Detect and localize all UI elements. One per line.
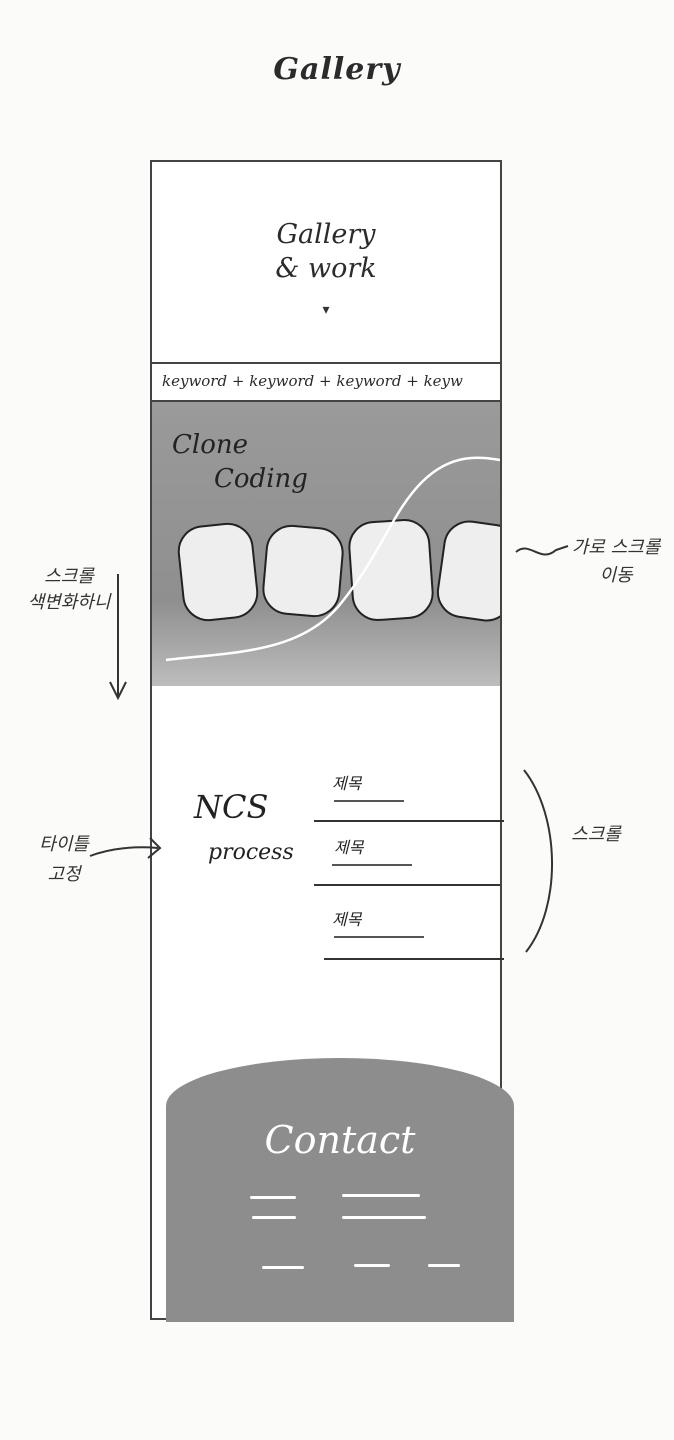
- ncs-title: NCS: [194, 788, 269, 826]
- contact-detail-line: [354, 1264, 390, 1267]
- small-marker-icon: ▾: [322, 302, 330, 318]
- horizontal-note-line-1: 가로 스크롤: [571, 537, 661, 558]
- clone-coding-title: Clone Coding: [172, 428, 308, 496]
- hero-title-line-2: & work: [275, 253, 377, 284]
- ncs-item-divider: [314, 820, 504, 822]
- down-arrow-icon: [109, 574, 127, 701]
- clone-title-line-1: Clone: [172, 430, 248, 460]
- contact-section: [166, 1058, 514, 1322]
- scroll-note-line-1: 스크롤: [44, 566, 94, 587]
- scroll-note-line-2: 색변화하니: [27, 592, 111, 613]
- horizontal-note-line-2: 이동: [599, 565, 633, 586]
- hero-title: Gallery & work: [150, 218, 502, 286]
- hero-title-line-1: Gallery: [276, 219, 376, 250]
- scroll-color-note: 스크롤 색변화하니: [14, 564, 124, 616]
- ncs-item-heading: 제목: [334, 838, 364, 857]
- keyword-text: keyword + keyword + keyword + keyw: [162, 372, 463, 390]
- contact-detail-line: [252, 1216, 296, 1219]
- right-arrow-icon: [89, 837, 162, 859]
- fixed-note-line-1: 타이틀: [39, 834, 89, 855]
- contact-detail-line: [428, 1264, 460, 1267]
- ncs-item-text-line: [334, 800, 404, 802]
- contact-title: Contact: [264, 1118, 416, 1162]
- ncs-item-divider: [314, 884, 500, 886]
- contact-detail-line: [342, 1216, 426, 1219]
- ncs-item-heading: 제목: [332, 910, 362, 929]
- clone-coding-section: [152, 402, 500, 686]
- keyword-marquee: keyword + keyword + keyword + keyw: [152, 362, 500, 402]
- ncs-item-heading: 제목: [332, 774, 362, 793]
- scroll-note: 스크롤: [571, 824, 621, 845]
- page-title: Gallery: [273, 52, 401, 87]
- ncs-item-divider: [324, 958, 504, 960]
- fixed-note-line-2: 고정: [47, 864, 81, 885]
- contact-detail-line: [250, 1196, 296, 1199]
- title-fixed-note: 타이틀 고정: [14, 830, 114, 890]
- tilde-arrow-icon: [515, 545, 569, 556]
- clone-title-line-2: Coding: [214, 464, 308, 494]
- ncs-subtitle: process: [208, 840, 294, 865]
- scroll-bracket: [523, 769, 553, 953]
- ncs-item-text-line: [332, 864, 412, 866]
- scroll-path-curve: [165, 456, 500, 662]
- horizontal-scroll-note: 가로 스크롤 이동: [566, 534, 666, 590]
- ncs-item-text-line: [334, 936, 424, 938]
- contact-detail-line: [262, 1266, 304, 1269]
- contact-detail-line: [342, 1194, 420, 1197]
